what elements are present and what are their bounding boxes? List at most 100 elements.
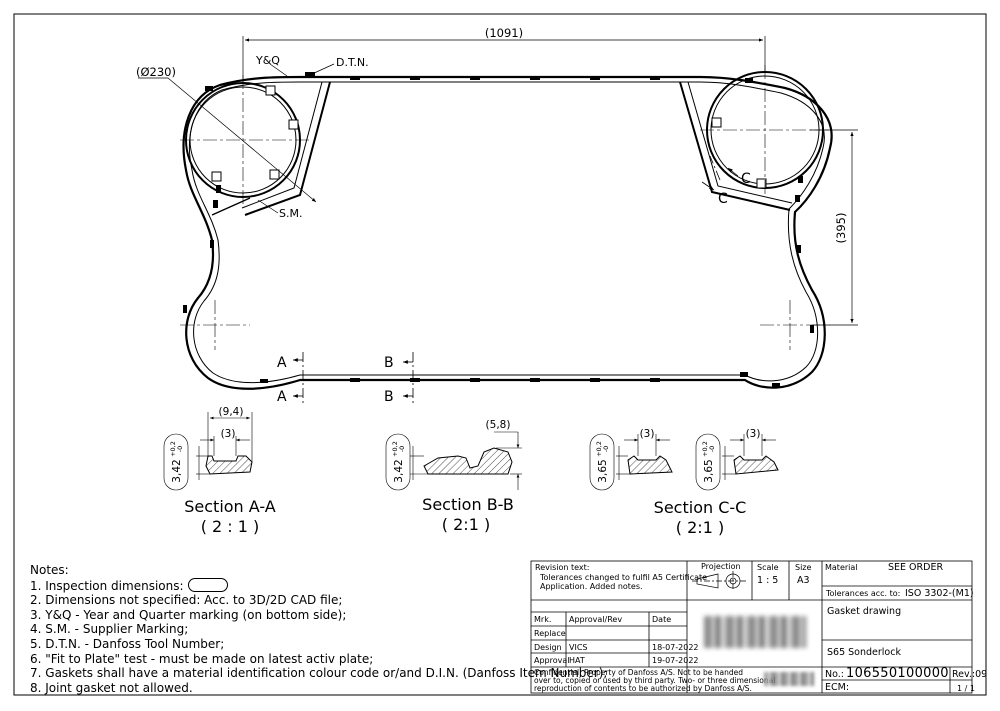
confidential-line-3: reproduction of contents to be authorize… bbox=[534, 684, 752, 693]
section-b-scale: ( 2:1 ) bbox=[442, 515, 490, 534]
company-logo bbox=[704, 616, 806, 648]
note-item-8: 8. Joint gasket not allowed. bbox=[30, 680, 193, 695]
note-item-2: 2. Dimensions not specified: Acc. to 3D/… bbox=[30, 593, 343, 608]
label-sm: S.M. bbox=[279, 207, 302, 220]
col-date: Date bbox=[652, 615, 672, 624]
confidential-line-1: Confidential: Property of Danfoss A/S. N… bbox=[534, 668, 743, 677]
design-by: VICS bbox=[569, 643, 588, 652]
section-b-dim-height: 3,42 bbox=[393, 459, 405, 482]
blurred-field bbox=[764, 672, 814, 686]
gasket-outline bbox=[182, 71, 833, 390]
callout-lines bbox=[257, 63, 335, 214]
note-item-4: 4. S.M. - Supplier Marking; bbox=[30, 622, 189, 637]
section-c-tol-plus-2: +0,2 bbox=[701, 441, 709, 457]
marker-a-top: A bbox=[277, 355, 287, 371]
description-line-1: Gasket drawing bbox=[827, 606, 902, 617]
design-date: 18-07-2022 bbox=[652, 643, 699, 652]
section-c-tol-minus-2: -0 bbox=[708, 446, 716, 452]
section-a-profile bbox=[163, 412, 253, 491]
section-c-profile-2 bbox=[695, 433, 779, 491]
number-value: 106550100000 bbox=[846, 666, 949, 681]
marker-c-top: C bbox=[741, 171, 751, 187]
note-item-1-text: 1. Inspection dimensions: bbox=[30, 578, 184, 593]
note-item-7: 7. Gaskets shall have a material identif… bbox=[30, 666, 608, 681]
dim-port-height bbox=[810, 129, 858, 326]
section-a-tol-plus: +0,2 bbox=[169, 441, 177, 457]
size-label: Size bbox=[795, 563, 812, 572]
section-b-dim-side: (5,8) bbox=[486, 419, 511, 431]
notes-block: Notes: 1. Inspection dimensions: 2. Dime… bbox=[30, 563, 607, 695]
label-yq: Y&Q bbox=[255, 54, 280, 67]
section-c-scale: ( 2:1 ) bbox=[676, 518, 724, 537]
dim-length bbox=[242, 36, 766, 82]
note-item-6: 6. "Fit to Plate" test - must be made on… bbox=[30, 651, 374, 666]
tolerances-label: Tolerances acc. to: bbox=[826, 589, 901, 598]
section-a-dim-inner: (3) bbox=[221, 428, 236, 440]
revision-text-2: Application. Added notes. bbox=[540, 582, 643, 591]
section-a-title: Section A-A bbox=[184, 497, 276, 516]
revision-text-1: Tolerances changed to fulfil A5 Certific… bbox=[540, 573, 708, 582]
ecm-label: ECM: bbox=[825, 682, 850, 693]
section-c-dim-height-2: 3,65 bbox=[703, 459, 715, 482]
row-replace: Replace bbox=[534, 629, 566, 638]
col-mrk: Mrk. bbox=[534, 615, 552, 624]
dim-diameter-label: (Ø230) bbox=[136, 65, 176, 79]
title-block-grid bbox=[530, 560, 973, 694]
section-b-tol-minus: -0 bbox=[398, 446, 406, 452]
marker-c-bottom: C bbox=[718, 191, 728, 207]
row-design: Design bbox=[534, 643, 562, 652]
rev-label-text: Rev.: bbox=[952, 669, 976, 680]
description-line-2: S65 Sonderlock bbox=[827, 647, 901, 658]
section-b-title: Section B-B bbox=[422, 495, 514, 514]
section-b-profile bbox=[385, 431, 522, 491]
section-c-profile-1 bbox=[589, 433, 673, 491]
confidential-line-2: over to, copied or used by third party. … bbox=[534, 676, 776, 685]
section-c-tol-minus-1: -0 bbox=[602, 446, 610, 452]
section-cut-lines bbox=[293, 155, 739, 405]
projection-label: Projection bbox=[701, 562, 741, 571]
note-item-1: 1. Inspection dimensions: bbox=[30, 577, 607, 594]
approval-by: HAT bbox=[569, 656, 585, 665]
col-approval-rev: Approval/Rev bbox=[569, 615, 623, 624]
scale-label: Scale bbox=[757, 563, 779, 572]
section-c-dim-inner-1: (3) bbox=[640, 428, 655, 440]
section-a-tol-minus: -0 bbox=[176, 446, 184, 452]
row-approval: Approval bbox=[534, 656, 570, 665]
port-clips bbox=[211, 85, 767, 189]
material-label: Material bbox=[825, 563, 858, 572]
dim-port-height-label: (395) bbox=[834, 213, 848, 244]
section-c-dim-height-1: 3,65 bbox=[597, 459, 609, 482]
size-value: A3 bbox=[797, 575, 810, 586]
center-lines bbox=[180, 65, 830, 350]
material-value: SEE ORDER bbox=[888, 562, 944, 573]
dim-length-label: (1091) bbox=[485, 26, 523, 40]
sheet-border bbox=[13, 13, 987, 696]
projection-symbol bbox=[692, 571, 746, 591]
marker-b-bottom: B bbox=[384, 389, 394, 405]
notes-heading: Notes: bbox=[30, 563, 69, 577]
note-item-3: 3. Y&Q - Year and Quarter marking (on bo… bbox=[30, 607, 347, 622]
section-a-scale: ( 2 : 1 ) bbox=[201, 517, 260, 536]
dim-diameter bbox=[138, 77, 317, 203]
section-c-dim-inner-2: (3) bbox=[746, 428, 761, 440]
scale-value: 1 : 5 bbox=[757, 575, 779, 586]
section-b-tol-plus: +0,2 bbox=[391, 441, 399, 457]
rev-label: Rev.:09 bbox=[952, 669, 987, 680]
sheet-number: 1 / 1 bbox=[957, 684, 975, 693]
revision-label: Revision text: bbox=[535, 563, 590, 572]
label-dtn: D.T.N. bbox=[336, 56, 369, 69]
section-a-dim-height: 3,42 bbox=[171, 459, 183, 482]
tolerances-value: ISO 3302-(M1) bbox=[905, 588, 974, 599]
section-a-dim-top: (9,4) bbox=[219, 406, 244, 418]
approval-date: 19-07-2022 bbox=[652, 656, 699, 665]
inspection-dimension-symbol bbox=[187, 577, 228, 592]
marker-b-top: B bbox=[384, 355, 394, 371]
section-c-tol-plus-1: +0,2 bbox=[595, 441, 603, 457]
marker-a-bottom: A bbox=[277, 389, 287, 405]
rev-value: 09 bbox=[975, 669, 988, 680]
gasket-nubs bbox=[183, 72, 814, 388]
note-item-5: 5. D.T.N. - Danfoss Tool Number; bbox=[30, 636, 225, 651]
number-label: No.: bbox=[825, 669, 844, 680]
